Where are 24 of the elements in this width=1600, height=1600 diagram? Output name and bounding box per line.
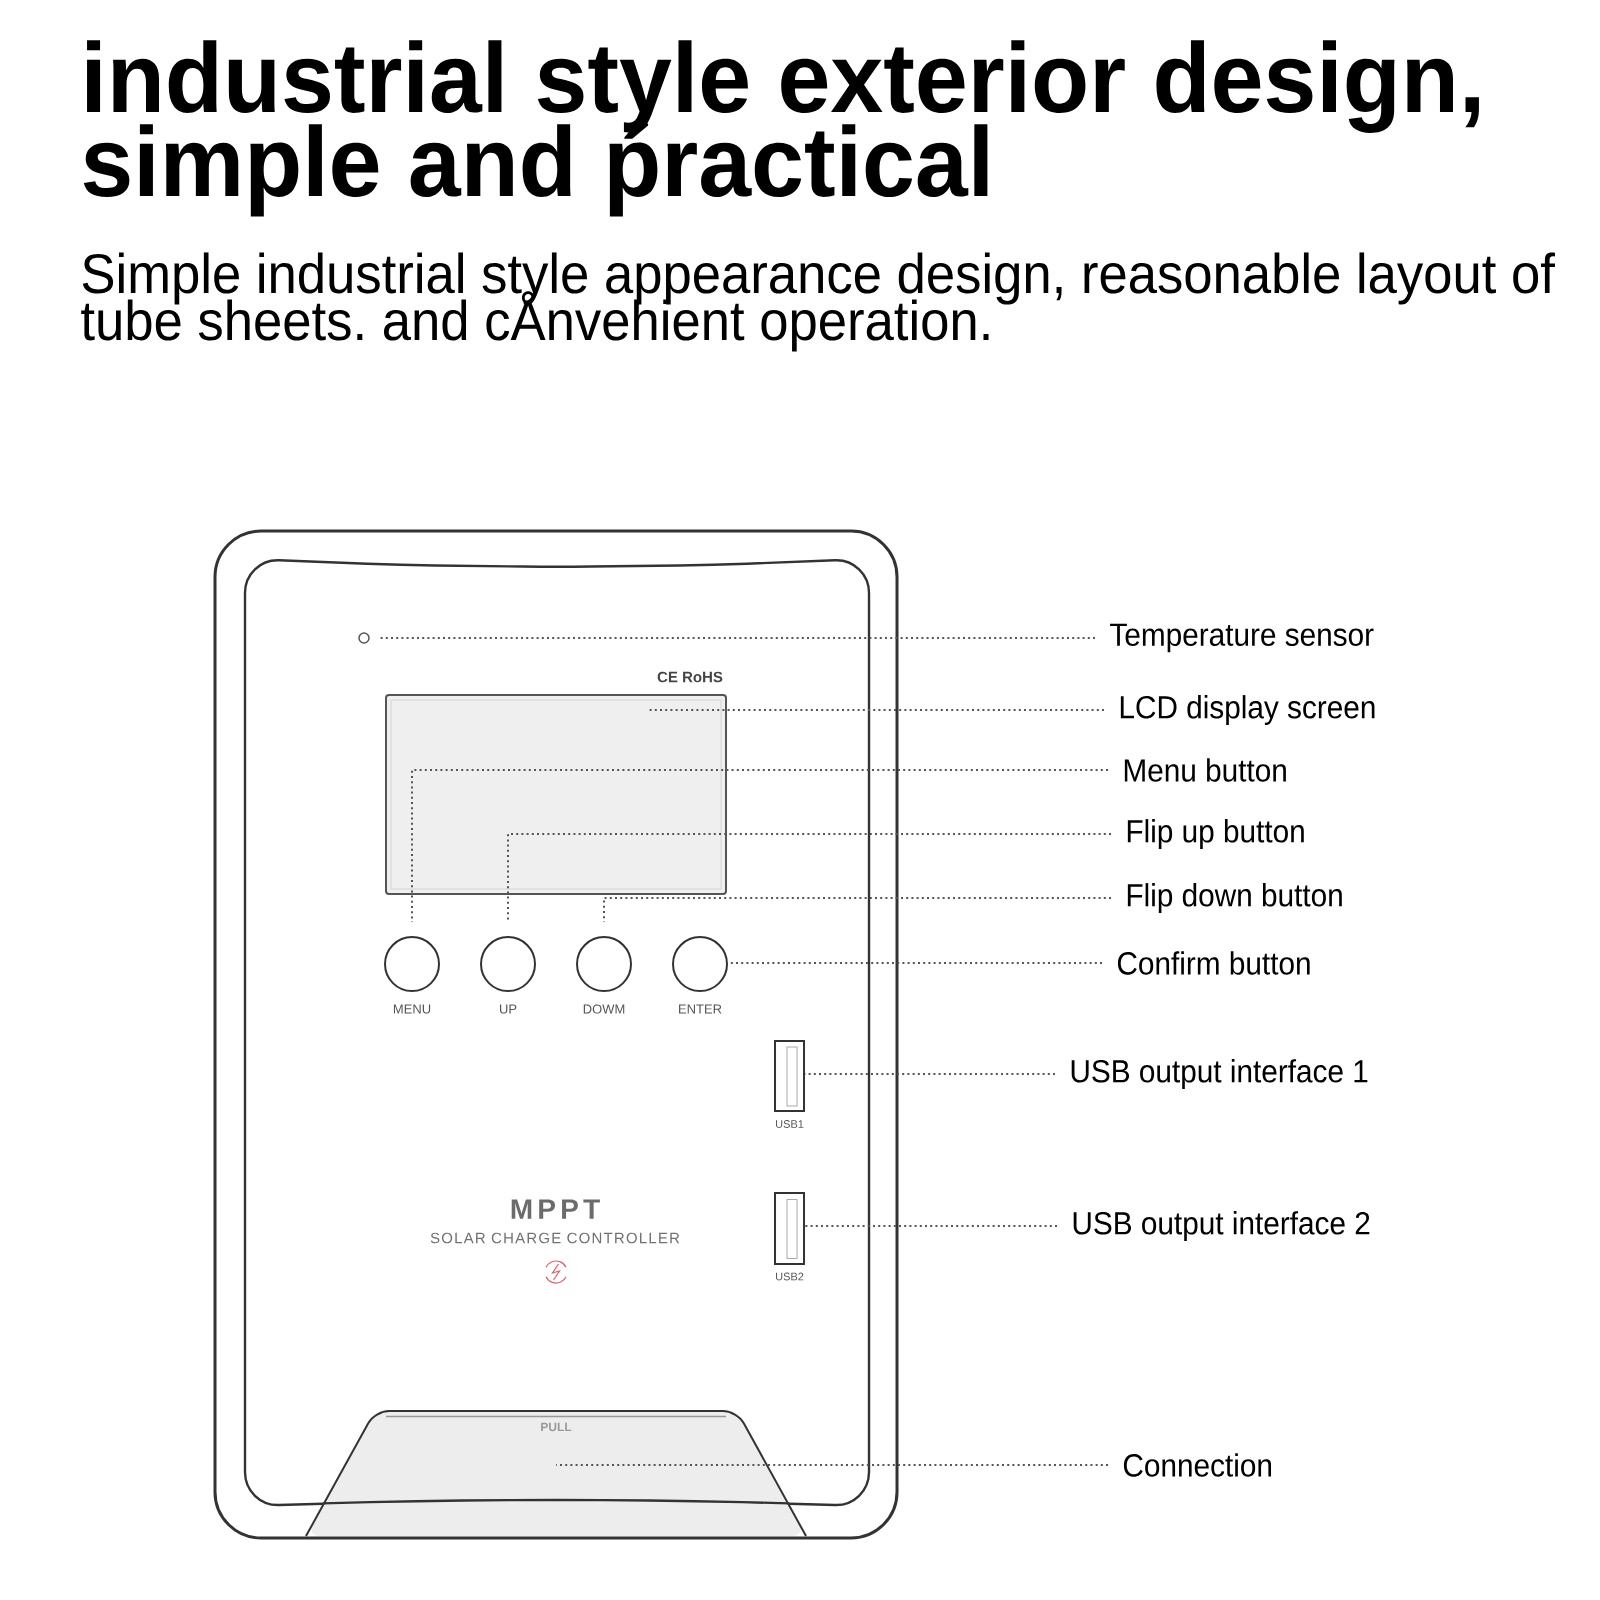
- leader-line: [378, 637, 1096, 639]
- button-caption: DOWM: [583, 1004, 625, 1014]
- subtitle: Simple industrial style appearance design, reasonable layout of tube sheets. and cÅnvehient operation.: [81, 252, 1555, 352]
- callout-label: Connection: [1123, 1453, 1271, 1477]
- callout-label: LCD display screen: [1120, 695, 1375, 725]
- callout-label: USB output interface 1: [1071, 1059, 1368, 1089]
- callout-label: Temperature sensor: [1110, 623, 1374, 653]
- panel-subtitle: SOLAR CHARGE CONTROLLER: [430, 1232, 680, 1244]
- port-caption: USB2: [776, 1272, 804, 1281]
- callout-label: Flip down button: [1127, 883, 1342, 913]
- callout-label: Flip up button: [1127, 819, 1304, 849]
- port-caption: USB1: [776, 1120, 804, 1128]
- title: industrial style exterior design, simple and ṕractical: [83, 40, 1479, 217]
- callout-label: Confirm button: [1117, 951, 1310, 975]
- lcd-screen: [385, 694, 727, 895]
- certification-mark: CE RoHS: [657, 671, 723, 683]
- callout-label: Menu button: [1124, 758, 1286, 782]
- callout-label: USB output interface 2: [1073, 1211, 1370, 1241]
- panel-title: MPPT: [511, 1199, 600, 1219]
- button-caption: ENTER: [679, 1004, 722, 1014]
- leader-line: [804, 1225, 1058, 1227]
- leader-line: [603, 897, 1112, 923]
- button-caption: UP: [500, 1004, 517, 1014]
- button-caption: MENU: [393, 1004, 431, 1014]
